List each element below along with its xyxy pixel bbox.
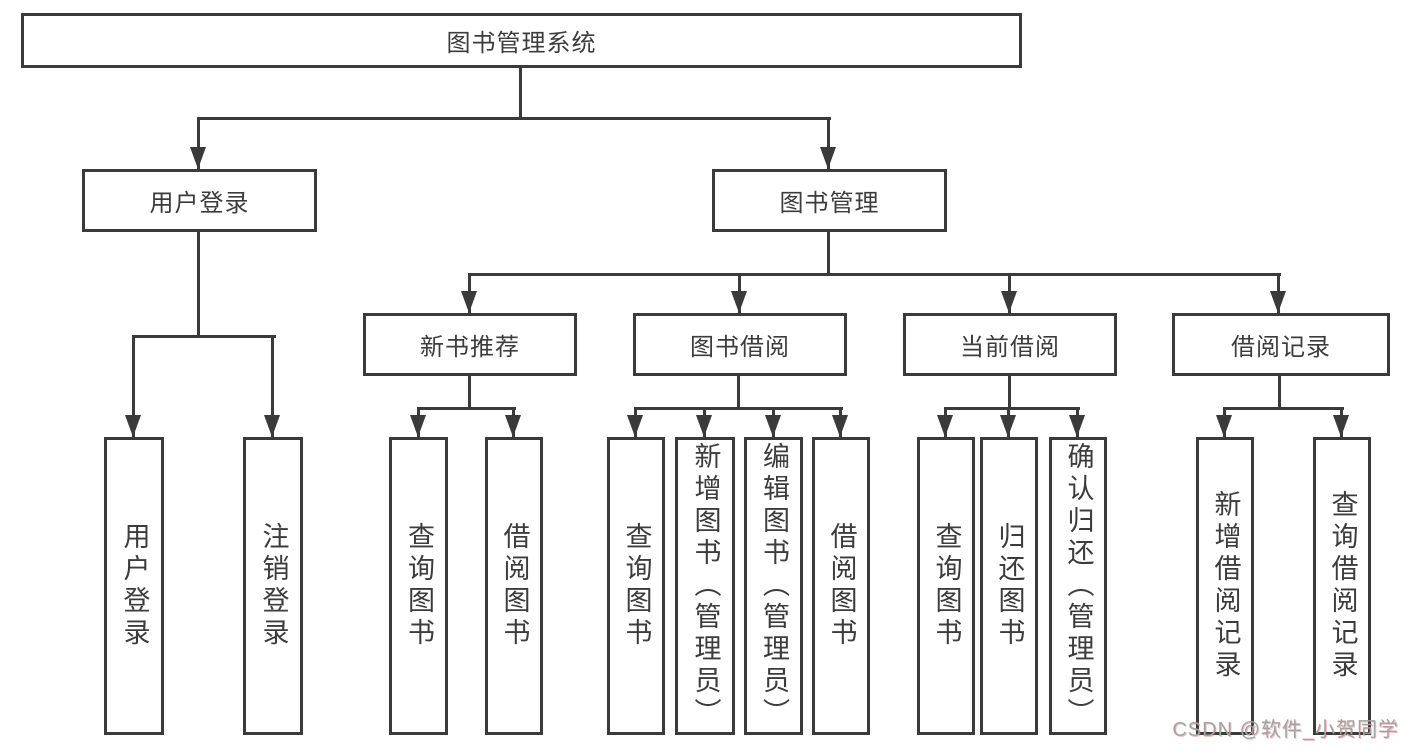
arrow-down-icon bbox=[190, 120, 207, 169]
node-label: 借阅图书 bbox=[499, 522, 530, 650]
node-book-borrowing: 图书借阅 bbox=[633, 313, 847, 376]
leaf-add-books-admin: 新增图书（管理员） bbox=[675, 437, 735, 735]
node-label: 查询图书 bbox=[404, 522, 434, 650]
arrow-down-icon bbox=[627, 410, 644, 437]
node-label: 查询图书 bbox=[931, 522, 962, 650]
connector-line bbox=[737, 376, 740, 410]
connector-line bbox=[132, 335, 276, 338]
arrow-down-icon bbox=[765, 410, 782, 437]
connector-line bbox=[197, 232, 200, 338]
leaf-borrow-books: 借阅图书 bbox=[812, 437, 870, 735]
connector-line bbox=[1278, 376, 1281, 410]
node-label: 归还图书 bbox=[994, 522, 1025, 650]
node-label: 图书借阅 bbox=[690, 334, 790, 361]
node-label: 确认归还（管理员） bbox=[1063, 442, 1094, 730]
connector-line bbox=[417, 407, 516, 410]
node-new-book-recommendation: 新书推荐 bbox=[363, 313, 577, 376]
node-label: 查询图书 bbox=[621, 522, 652, 650]
node-label: 当前借阅 bbox=[960, 334, 1060, 361]
node-label: 新书推荐 bbox=[420, 334, 520, 361]
leaf-logout: 注销登录 bbox=[243, 437, 303, 735]
connector-line bbox=[468, 273, 1281, 276]
connector-line bbox=[197, 117, 831, 120]
node-label: 用户登录 bbox=[119, 522, 150, 650]
arrow-down-icon bbox=[1001, 276, 1018, 313]
arrow-down-icon bbox=[1333, 410, 1350, 437]
leaf-borrow-books-recommend: 借阅图书 bbox=[485, 437, 543, 735]
node-label: 新增图书（管理员） bbox=[690, 442, 721, 730]
arrow-down-icon bbox=[1000, 410, 1017, 437]
node-label: 编辑图书（管理员） bbox=[759, 442, 789, 730]
arrow-down-icon bbox=[264, 338, 281, 437]
node-label: 借阅记录 bbox=[1231, 334, 1331, 361]
csdn-watermark: CSDN @软件_小贺同学 bbox=[1172, 719, 1399, 741]
node-current-borrowing: 当前借阅 bbox=[903, 313, 1117, 376]
connector-line bbox=[468, 376, 471, 410]
node-label: 借阅图书 bbox=[826, 522, 857, 650]
arrow-down-icon bbox=[410, 410, 427, 437]
arrow-down-icon bbox=[461, 276, 478, 313]
connector-line bbox=[827, 232, 830, 276]
leaf-user-login: 用户登录 bbox=[104, 437, 164, 735]
node-library-management-system: 图书管理系统 bbox=[21, 13, 1022, 68]
leaf-query-books-recommend: 查询图书 bbox=[389, 437, 448, 735]
leaf-return-books: 归还图书 bbox=[980, 437, 1038, 735]
node-label: 用户登录 bbox=[149, 190, 250, 217]
node-label: 查询借阅记录 bbox=[1327, 490, 1358, 682]
connector-line bbox=[1008, 376, 1011, 410]
leaf-query-books-borrowing: 查询图书 bbox=[607, 437, 665, 735]
arrow-down-icon bbox=[696, 410, 713, 437]
node-borrowing-records: 借阅记录 bbox=[1172, 313, 1390, 376]
arrow-down-icon bbox=[937, 410, 954, 437]
arrow-down-icon bbox=[505, 410, 522, 437]
leaf-confirm-return-admin: 确认归还（管理员） bbox=[1049, 437, 1107, 735]
node-label: 新增借阅记录 bbox=[1210, 490, 1241, 682]
arrow-down-icon bbox=[1270, 276, 1287, 313]
arrow-down-icon bbox=[125, 338, 142, 437]
leaf-add-borrow-record: 新增借阅记录 bbox=[1196, 437, 1254, 735]
connector-line bbox=[1223, 407, 1344, 410]
arrow-down-icon bbox=[832, 410, 849, 437]
leaf-query-books-current: 查询图书 bbox=[917, 437, 975, 735]
node-label: 注销登录 bbox=[258, 522, 289, 650]
node-book-management: 图书管理 bbox=[712, 169, 947, 232]
connector-line bbox=[944, 407, 1080, 410]
connector-line bbox=[634, 407, 843, 410]
leaf-edit-books-admin: 编辑图书（管理员） bbox=[744, 437, 803, 735]
connector-line bbox=[519, 68, 522, 120]
leaf-query-borrow-record: 查询借阅记录 bbox=[1313, 437, 1371, 735]
arrow-down-icon bbox=[731, 276, 748, 313]
node-label: 图书管理系统 bbox=[446, 30, 597, 57]
arrow-down-icon bbox=[820, 120, 837, 169]
arrow-down-icon bbox=[1069, 410, 1086, 437]
arrow-down-icon bbox=[1216, 410, 1233, 437]
node-label: 图书管理 bbox=[779, 190, 880, 217]
node-user-login: 用户登录 bbox=[82, 169, 317, 232]
